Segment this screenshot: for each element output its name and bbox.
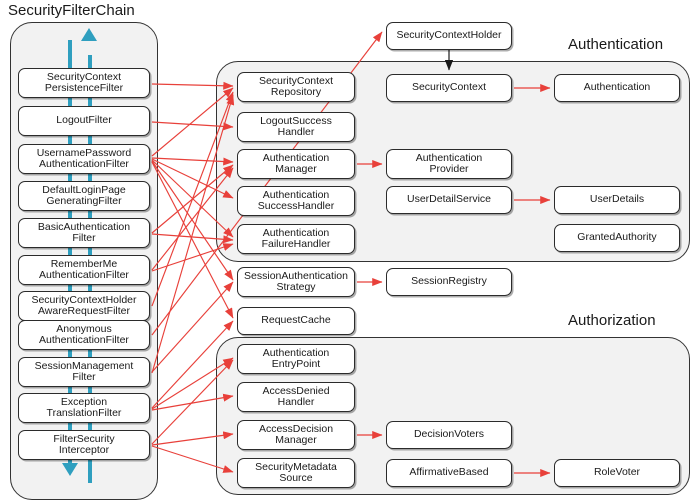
collaborator-node[interactable]: Authentication EntryPoint (237, 344, 355, 374)
collaborator-node[interactable]: AccessDecision Manager (237, 420, 355, 450)
filter-node[interactable]: LogoutFilter (18, 106, 150, 136)
decision-voters-node[interactable]: DecisionVoters (386, 421, 512, 449)
chain-flow-down-line (68, 40, 72, 465)
filter-node[interactable]: RememberMe AuthenticationFilter (18, 255, 150, 285)
filter-node[interactable]: SecurityContextHolder AwareRequestFilter (18, 291, 150, 321)
arrow-up-icon (81, 28, 97, 41)
granted-authority-node[interactable]: GrantedAuthority (554, 224, 680, 252)
collaborator-node[interactable]: SecurityMetadata Source (237, 458, 355, 488)
authentication-node[interactable]: Authentication (554, 74, 680, 102)
affirmative-based-node[interactable]: AffirmativeBased (386, 459, 512, 487)
security-context-node[interactable]: SecurityContext (386, 74, 512, 102)
filter-node[interactable]: FilterSecurity Interceptor (18, 430, 150, 460)
filter-node[interactable]: UsernamePassword AuthenticationFilter (18, 144, 150, 174)
filter-node[interactable]: SessionManagement Filter (18, 357, 150, 387)
collaborator-node[interactable]: AccessDenied Handler (237, 382, 355, 412)
filter-node[interactable]: DefaultLoginPage GeneratingFilter (18, 181, 150, 211)
authentication-group-title: Authentication (568, 36, 664, 53)
collaborator-node[interactable]: Authentication Manager (237, 149, 355, 179)
collaborator-node[interactable]: LogoutSuccess Handler (237, 112, 355, 142)
collaborator-node[interactable]: SecurityContext Repository (237, 72, 355, 102)
user-detail-service-node[interactable]: UserDetailService (386, 186, 512, 214)
filter-node[interactable]: Exception TranslationFilter (18, 393, 150, 423)
arrow-down-icon (62, 463, 78, 476)
collaborator-node[interactable]: Authentication FailureHandler (237, 224, 355, 254)
collaborator-node[interactable]: Authentication SuccessHandler (237, 186, 355, 216)
collaborator-node[interactable]: RequestCache (237, 307, 355, 335)
filter-node[interactable]: SecurityContext PersistenceFilter (18, 68, 150, 98)
filter-node[interactable]: BasicAuthentication Filter (18, 218, 150, 248)
session-registry-node[interactable]: SessionRegistry (386, 268, 512, 296)
role-voter-node[interactable]: RoleVoter (554, 459, 680, 487)
filter-node[interactable]: Anonymous AuthenticationFilter (18, 320, 150, 350)
authentication-provider-node[interactable]: Authentication Provider (386, 149, 512, 179)
filter-chain-title: SecurityFilterChain (8, 2, 135, 19)
authorization-group-title: Authorization (568, 312, 656, 329)
security-context-holder-node[interactable]: SecurityContextHolder (386, 22, 512, 50)
user-details-node[interactable]: UserDetails (554, 186, 680, 214)
collaborator-node[interactable]: SessionAuthentication Strategy (237, 267, 355, 297)
